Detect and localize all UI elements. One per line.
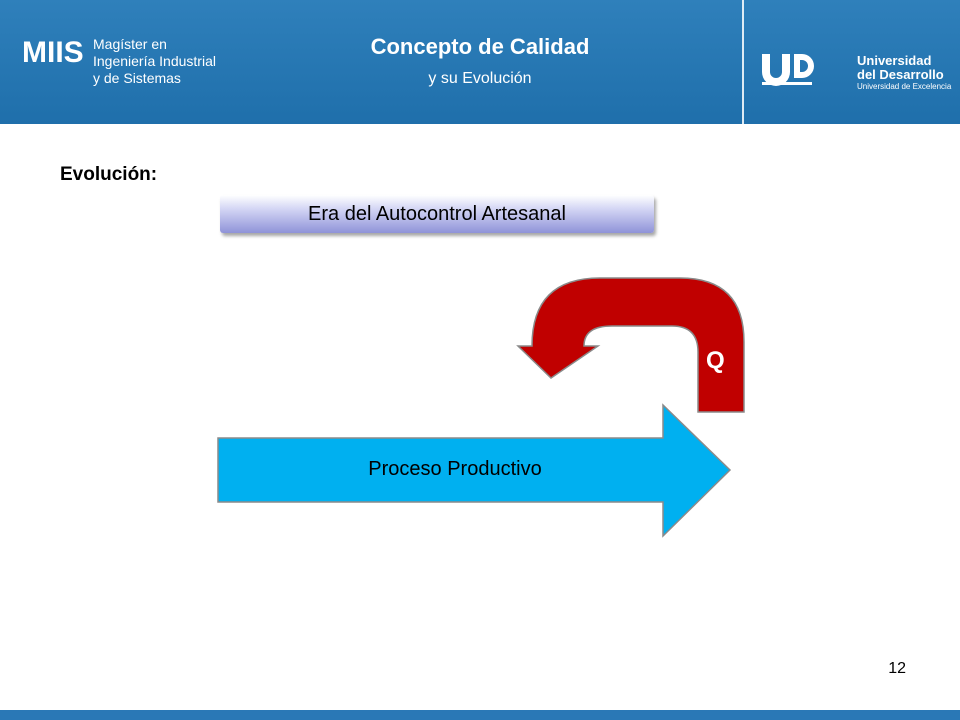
program-line-1: Magíster en [93,36,167,52]
footer-bar [0,710,960,720]
header-divider [742,0,744,124]
slide-subtitle: y su Evolución [428,70,532,87]
quality-q-label: Q [706,347,725,374]
program-line-3: y de Sistemas [93,70,181,86]
udd-logo-icon [762,54,814,86]
slide-title: Concepto de Calidad [370,34,590,59]
header-banner: MIIS Magíster en Ingeniería Industrial y… [0,0,960,124]
page-number: 12 [888,660,906,677]
program-line-2: Ingeniería Industrial [93,53,216,69]
university-line-2: del Desarrollo [857,67,944,82]
era-label-box: Era del Autocontrol Artesanal [220,195,654,233]
era-label: Era del Autocontrol Artesanal [308,202,566,225]
miis-logo: MIIS [22,36,84,69]
university-name: Universidad del Desarrollo Universidad d… [857,54,951,92]
process-label: Proceso Productivo [368,458,542,480]
feedback-arrow [516,277,745,413]
process-arrow [217,403,732,538]
section-label: Evolución: [60,164,158,185]
university-tagline: Universidad de Excelencia [857,82,952,91]
program-name: Magíster en Ingeniería Industrial y de S… [93,36,216,87]
university-line-1: Universidad [857,53,932,68]
